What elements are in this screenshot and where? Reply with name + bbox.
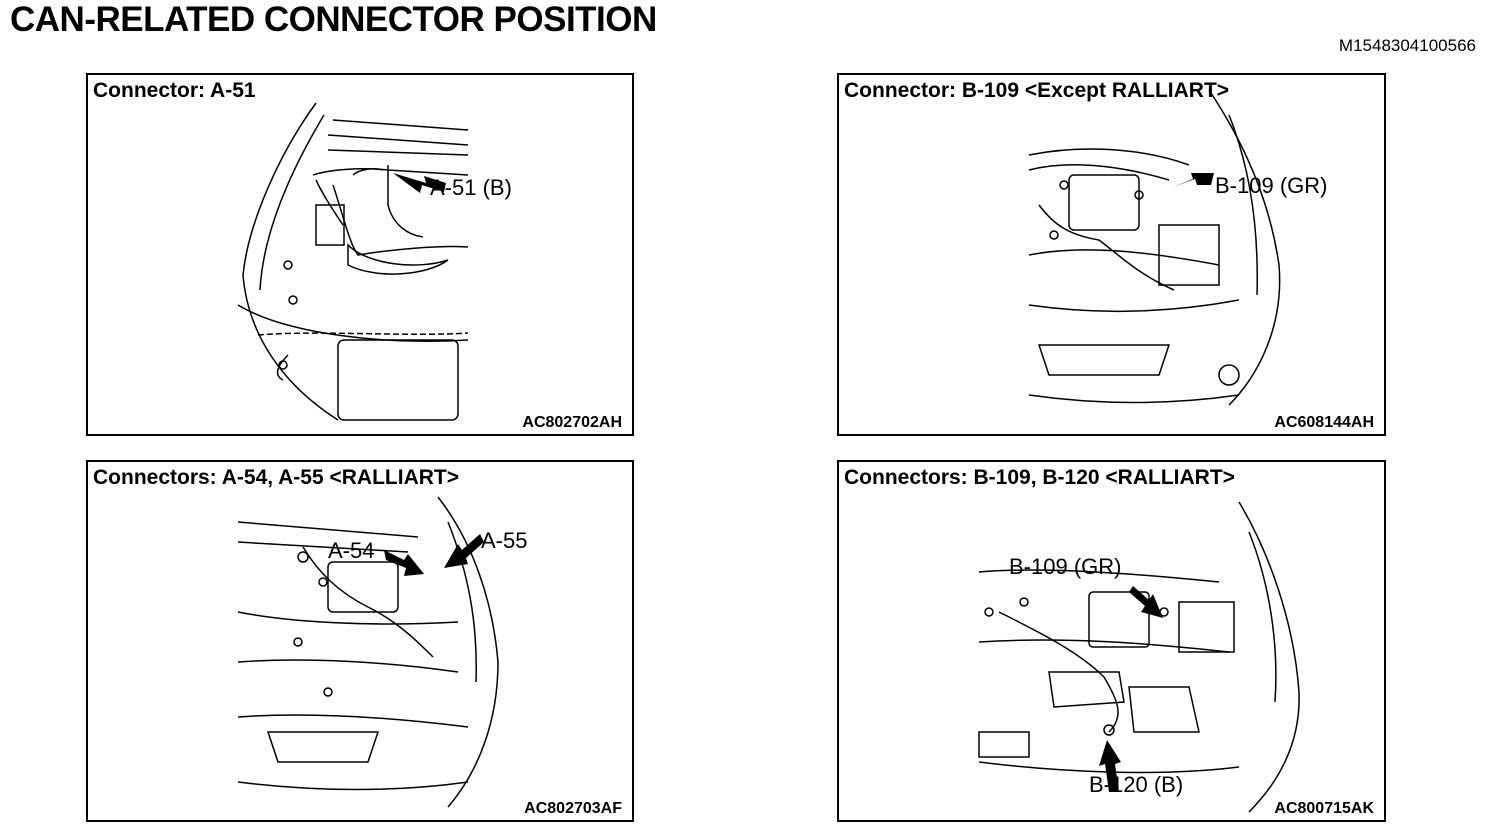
engine-bay-illustration [978, 501, 1300, 813]
panel-title: Connectors: A-54, A-55 <RALLIART> [93, 466, 459, 489]
arrow-icon [384, 550, 424, 576]
engine-bay-illustration [237, 496, 499, 808]
engine-bay-illustration [1028, 89, 1281, 406]
arrow-icon [1173, 173, 1214, 187]
image-code: AC802702AH [522, 414, 622, 431]
connector-panel-a51: Connector: A-51 A-51 (B) AC802702AH [86, 73, 634, 436]
callout-label: B-109 (GR) [1009, 554, 1122, 579]
image-code: AC800715AK [1274, 800, 1374, 817]
callout-label: A-54 [328, 538, 375, 563]
arrow-icon [393, 173, 446, 193]
connector-panel-a54-a55: Connectors: A-54, A-55 <RALLIART> A-54 A… [86, 460, 634, 822]
callout-label: B-109 (GR) [1215, 173, 1328, 198]
callout-label: A-55 [481, 528, 528, 553]
engine-bay-illustration [237, 102, 469, 421]
panel-title: Connector: B-109 <Except RALLIART> [844, 79, 1230, 102]
page-title: CAN-RELATED CONNECTOR POSITION [10, 0, 657, 39]
panel-title: Connectors: B-109, B-120 <RALLIART> [844, 466, 1235, 489]
panel-title: Connector: A-51 [93, 79, 256, 102]
image-code: AC608144AH [1274, 414, 1374, 431]
connector-panel-b109-b120: Connectors: B-109, B-120 <RALLIART> B-10… [837, 460, 1386, 822]
document-code: M1548304100566 [1338, 36, 1476, 55]
arrow-icon [1099, 740, 1121, 792]
arrow-icon [1129, 586, 1163, 618]
callout-label: B-120 (B) [1089, 772, 1184, 797]
callout-label: A-51 (B) [430, 175, 512, 200]
image-code: AC802703AF [524, 800, 622, 817]
arrow-icon [444, 534, 484, 568]
connector-panel-b109: Connector: B-109 <Except RALLIART> B-109… [837, 73, 1386, 436]
